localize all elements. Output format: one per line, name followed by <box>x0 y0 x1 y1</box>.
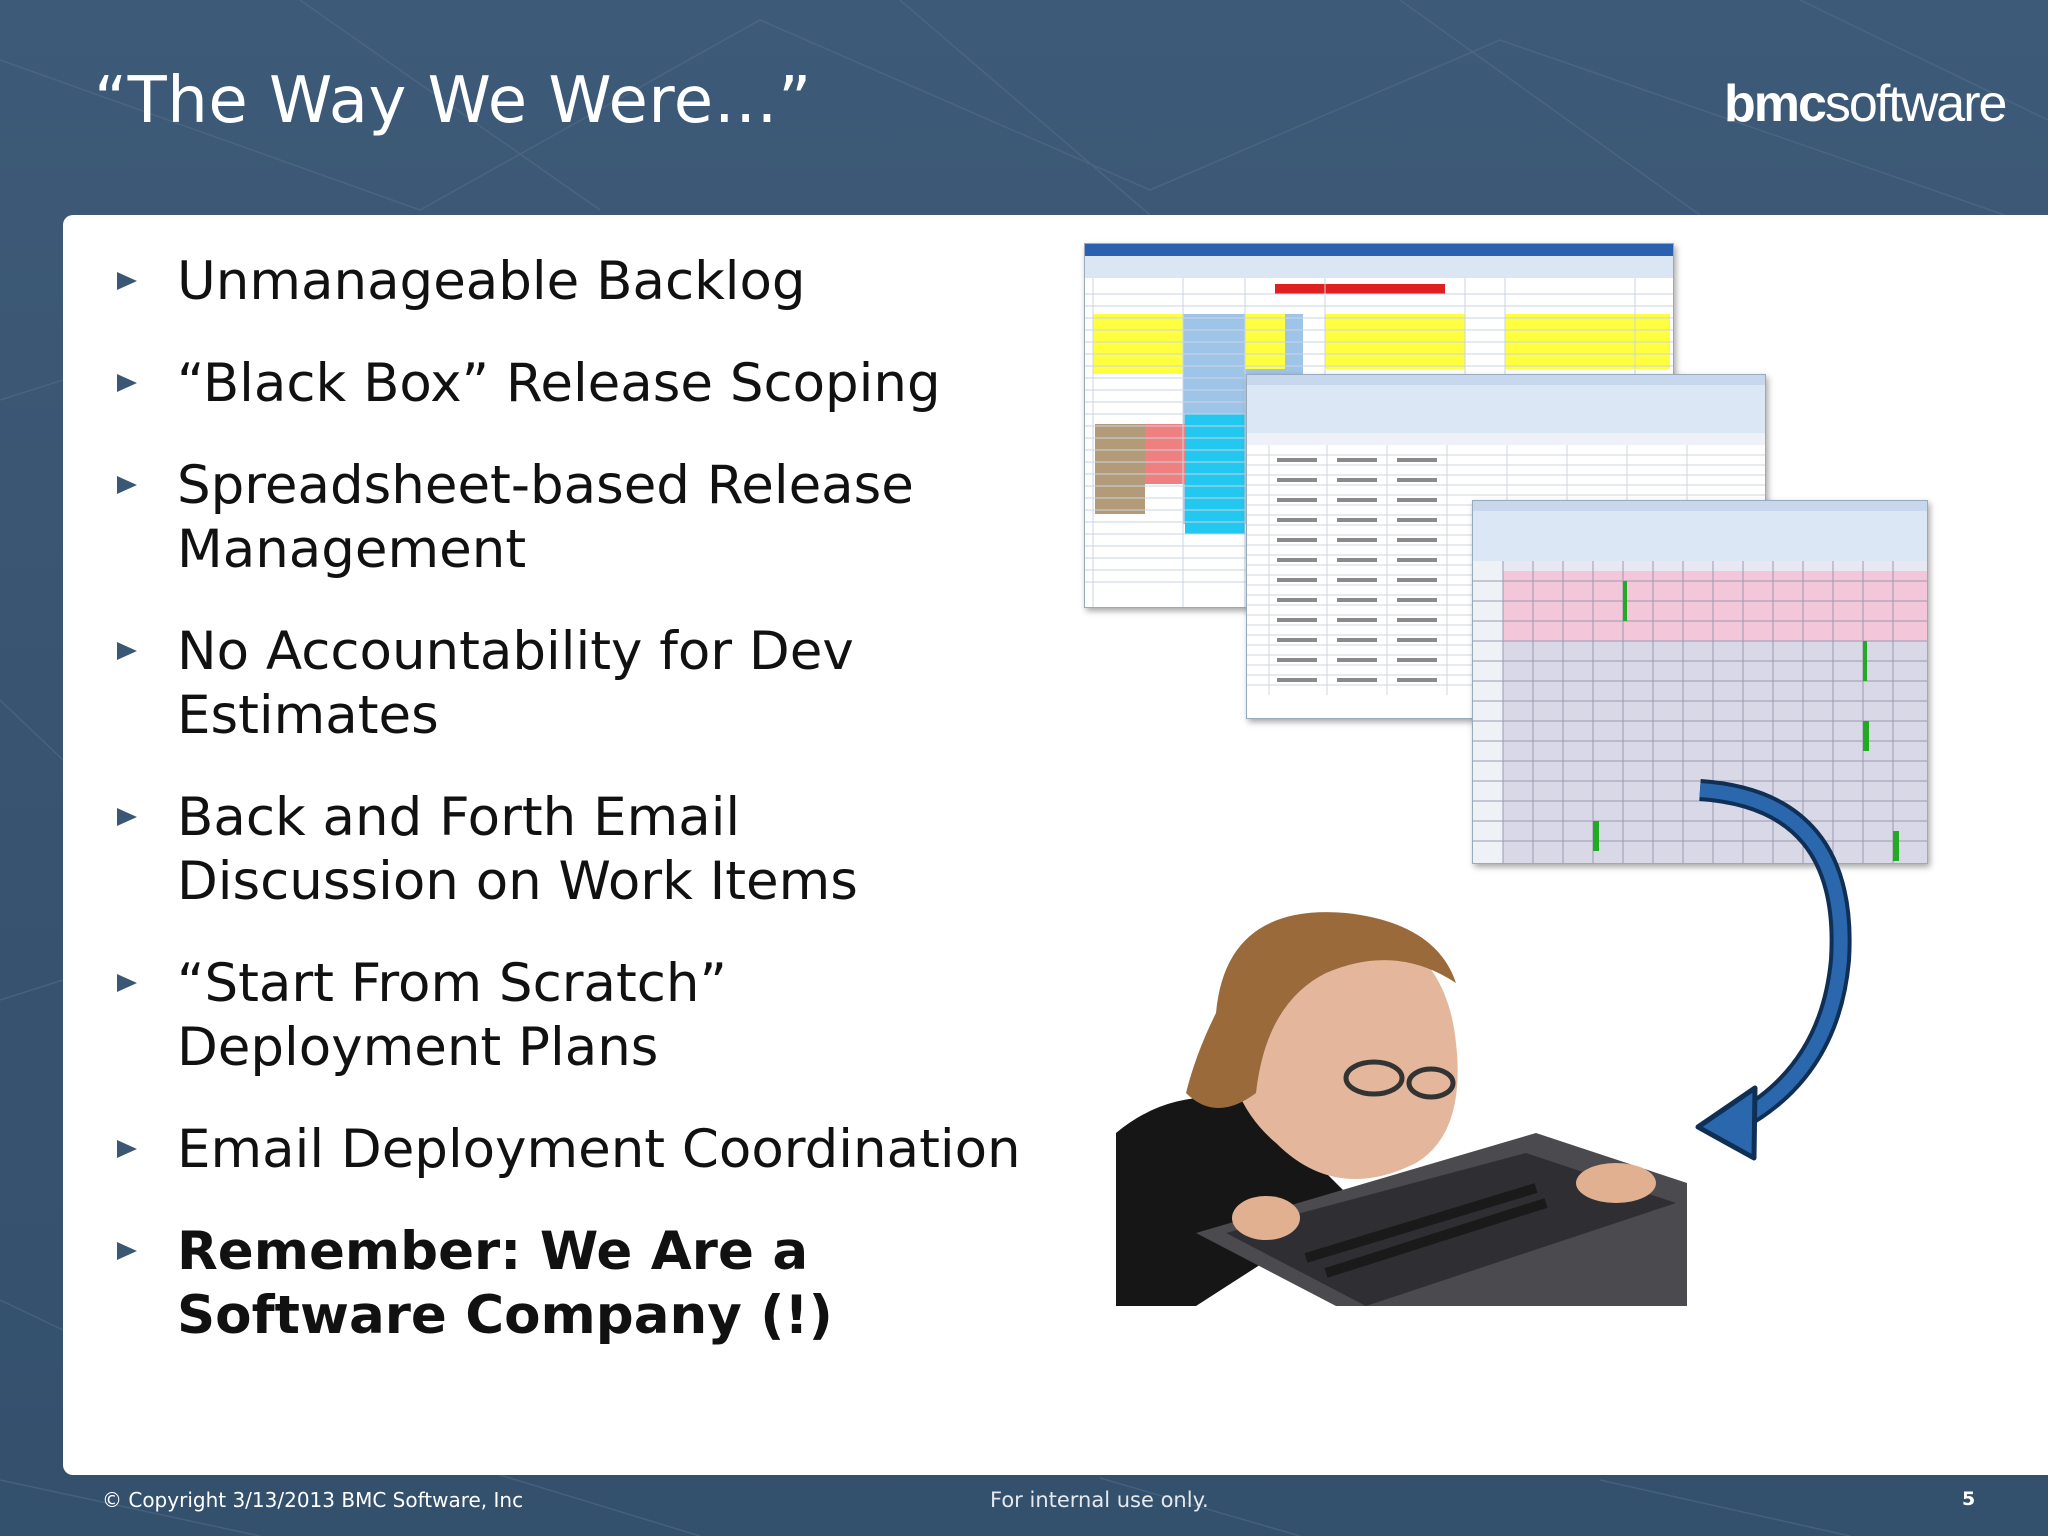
frustrated-woman-biting-laptop-photo <box>1116 903 1687 1306</box>
footer-internal-notice: For internal use only. <box>990 1488 1209 1512</box>
bullet-item: Email Deployment Coordination <box>110 1118 1030 1182</box>
bullet-arrow-icon <box>117 642 137 660</box>
bullet-text: “Black Box” Release Scoping <box>177 353 941 414</box>
bullet-item: “Black Box” Release Scoping <box>110 352 1030 416</box>
footer-copyright: © Copyright 3/13/2013 BMC Software, Inc <box>102 1488 524 1512</box>
bullet-arrow-icon <box>117 374 137 392</box>
spreadsheet-screenshot <box>1472 500 1928 864</box>
bullet-item-emphasis: Remember: We Are a Software Company (!) <box>110 1220 1030 1348</box>
bullet-text: Remember: We Are a Software Company (!) <box>177 1221 833 1346</box>
curved-arrow-icon <box>1695 779 1852 1161</box>
bullet-list: Unmanageable Backlog “Black Box” Release… <box>110 250 1030 1386</box>
bullet-text: Email Deployment Coordination <box>177 1119 1021 1180</box>
bullet-text: “Start From Scratch” Deployment Plans <box>177 953 727 1078</box>
bullet-text: Spreadsheet-based Release Management <box>177 455 914 580</box>
bullet-item: Spreadsheet-based Release Management <box>110 454 1030 582</box>
bullet-item: Back and Forth Email Discussion on Work … <box>110 786 1030 914</box>
bullet-arrow-icon <box>117 476 137 494</box>
bullet-arrow-icon <box>117 1140 137 1158</box>
bullet-item: “Start From Scratch” Deployment Plans <box>110 952 1030 1080</box>
bullet-item: Unmanageable Backlog <box>110 250 1030 314</box>
bullet-arrow-icon <box>117 974 137 992</box>
bullet-arrow-icon <box>117 272 137 290</box>
bullet-item: No Accountability for Dev Estimates <box>110 620 1030 748</box>
bullet-arrow-icon <box>117 808 137 826</box>
bullet-text: Back and Forth Email Discussion on Work … <box>177 787 858 912</box>
page-number: 5 <box>1962 1488 1976 1510</box>
bullet-arrow-icon <box>117 1242 137 1260</box>
logo-text-light: software <box>1824 75 2008 133</box>
logo-text-bold: bmc <box>1724 75 1827 133</box>
bullet-text: No Accountability for Dev Estimates <box>177 621 854 746</box>
slide-title: “The Way We Were…” <box>94 64 812 138</box>
bullet-text: Unmanageable Backlog <box>177 251 806 312</box>
